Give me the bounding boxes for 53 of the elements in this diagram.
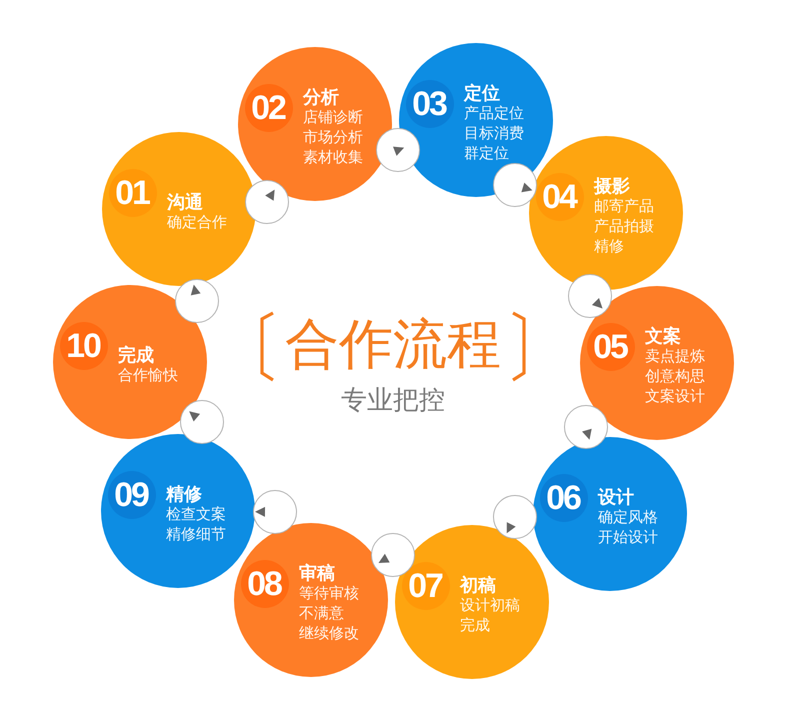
step-detail: 邮寄产品 [594,197,654,217]
step-detail: 素材收集 [303,148,363,168]
step-detail: 店铺诊断 [303,108,363,128]
step-detail: 精修细节 [166,525,226,545]
step-title: 审稿 [299,562,335,584]
step-detail: 市场分析 [303,128,363,148]
step-detail: 继续修改 [299,624,359,644]
step-title: 定位 [464,82,500,104]
step-title: 分析 [303,86,339,108]
step-title: 沟通 [167,191,203,213]
step-detail: 等待审核 [299,584,359,604]
step-detail: 卖点提炼 [645,347,705,367]
step-detail: 确定风格 [598,508,658,528]
step-title: 初稿 [460,574,496,596]
step-title: 精修 [166,483,202,505]
step-detail: 设计初稿完成 [460,596,521,636]
disc-arrow-connector [180,400,224,444]
step-number: 10 [60,322,108,370]
step-number: 02 [245,84,293,132]
step-detail: 检查文案 [166,505,226,525]
step-number: 08 [241,560,289,608]
diagram-title: 合作流程 [285,315,501,375]
step-detail: 产品拍摄 [594,217,654,237]
step-detail: 不满意 [299,604,344,624]
step-detail: 目标消费群定位 [464,124,525,164]
step-title: 设计 [598,486,634,508]
subtitle: 专业把控 [341,386,445,414]
disc-arrow-connector [564,405,608,449]
step-number: 01 [109,169,157,217]
step-detail: 产品定位 [464,104,524,124]
step-detail: 文案设计 [645,387,705,407]
step-detail: 开始设计 [598,528,658,548]
disc-arrow-connector [568,274,612,318]
step-detail: 创意构思 [645,367,705,387]
disc-arrow-connector [175,279,219,323]
disc-arrow-connector [245,180,289,224]
step-detail: 确定合作 [167,213,227,233]
step-number: 07 [402,562,450,610]
disc-arrow-connector [493,163,537,207]
disc-arrow-connector [376,128,420,172]
disc-arrow-connector [371,533,415,577]
step-detail: 精修 [594,237,624,257]
step-number: 06 [540,474,588,522]
step-number: 05 [587,323,635,371]
disc-arrow-connector [493,495,537,539]
step-title: 文案 [645,325,681,347]
step-title: 完成 [118,344,154,366]
step-number: 09 [108,471,156,519]
step-number: 04 [536,173,584,221]
step-detail: 合作愉快 [118,366,178,386]
step-title: 摄影 [594,175,630,197]
disc-arrow-connector [253,490,297,534]
step-number: 03 [406,80,454,128]
